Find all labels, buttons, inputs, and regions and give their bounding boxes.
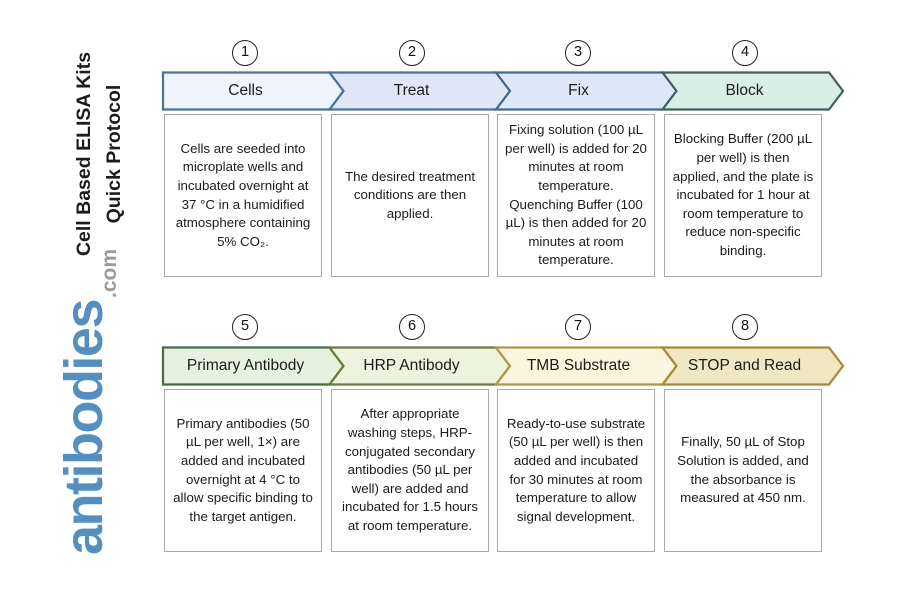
- step-label-block: Block: [725, 82, 764, 99]
- arrow-row-2: [161, 346, 845, 386]
- step-circle-4: 4: [732, 40, 758, 66]
- step-label-tmb-substrate: TMB Substrate: [526, 357, 631, 374]
- brand-logo-text: antibodies: [54, 300, 114, 556]
- step-circle-6: 6: [399, 314, 425, 340]
- step-circle-3: 3: [565, 40, 591, 66]
- step-arrow-shape-4: [660, 71, 845, 111]
- step-circle-1: 1: [232, 40, 258, 66]
- step-label-primary-antibody: Primary Antibody: [186, 357, 305, 374]
- step-label-treat: Treat: [393, 82, 430, 99]
- step-label-hrp-antibody: HRP Antibody: [363, 357, 460, 374]
- step-arrow-shape-8: [660, 346, 845, 386]
- step-label-fix: Fix: [568, 82, 589, 99]
- step-description-3: Fixing solution (100 µL per well) is add…: [497, 114, 655, 277]
- arrow-row-1: [161, 71, 845, 111]
- brand-logo-suffix: .com: [98, 248, 121, 298]
- step-circle-2: 2: [399, 40, 425, 66]
- step-description-2: The desired treatment conditions are the…: [331, 114, 489, 277]
- step-description-1: Cells are seeded into microplate wells a…: [164, 114, 322, 277]
- step-circle-8: 8: [732, 314, 758, 340]
- step-description-5: Primary antibodies (50 µL per well, 1×) …: [164, 389, 322, 552]
- step-circle-7: 7: [565, 314, 591, 340]
- brand-logo: antibodies.com: [53, 232, 123, 572]
- step-circle-5: 5: [232, 314, 258, 340]
- step-description-4: Blocking Buffer (200 µL per well) is the…: [664, 114, 822, 277]
- step-description-6: After appropriate washing steps, HRP-con…: [331, 389, 489, 552]
- step-label-stop-and-read: STOP and Read: [687, 357, 802, 374]
- step-description-8: Finally, 50 µL of Stop Solution is added…: [664, 389, 822, 552]
- step-description-7: Ready-to-use substrate (50 µL per well) …: [497, 389, 655, 552]
- step-label-cells: Cells: [228, 82, 263, 99]
